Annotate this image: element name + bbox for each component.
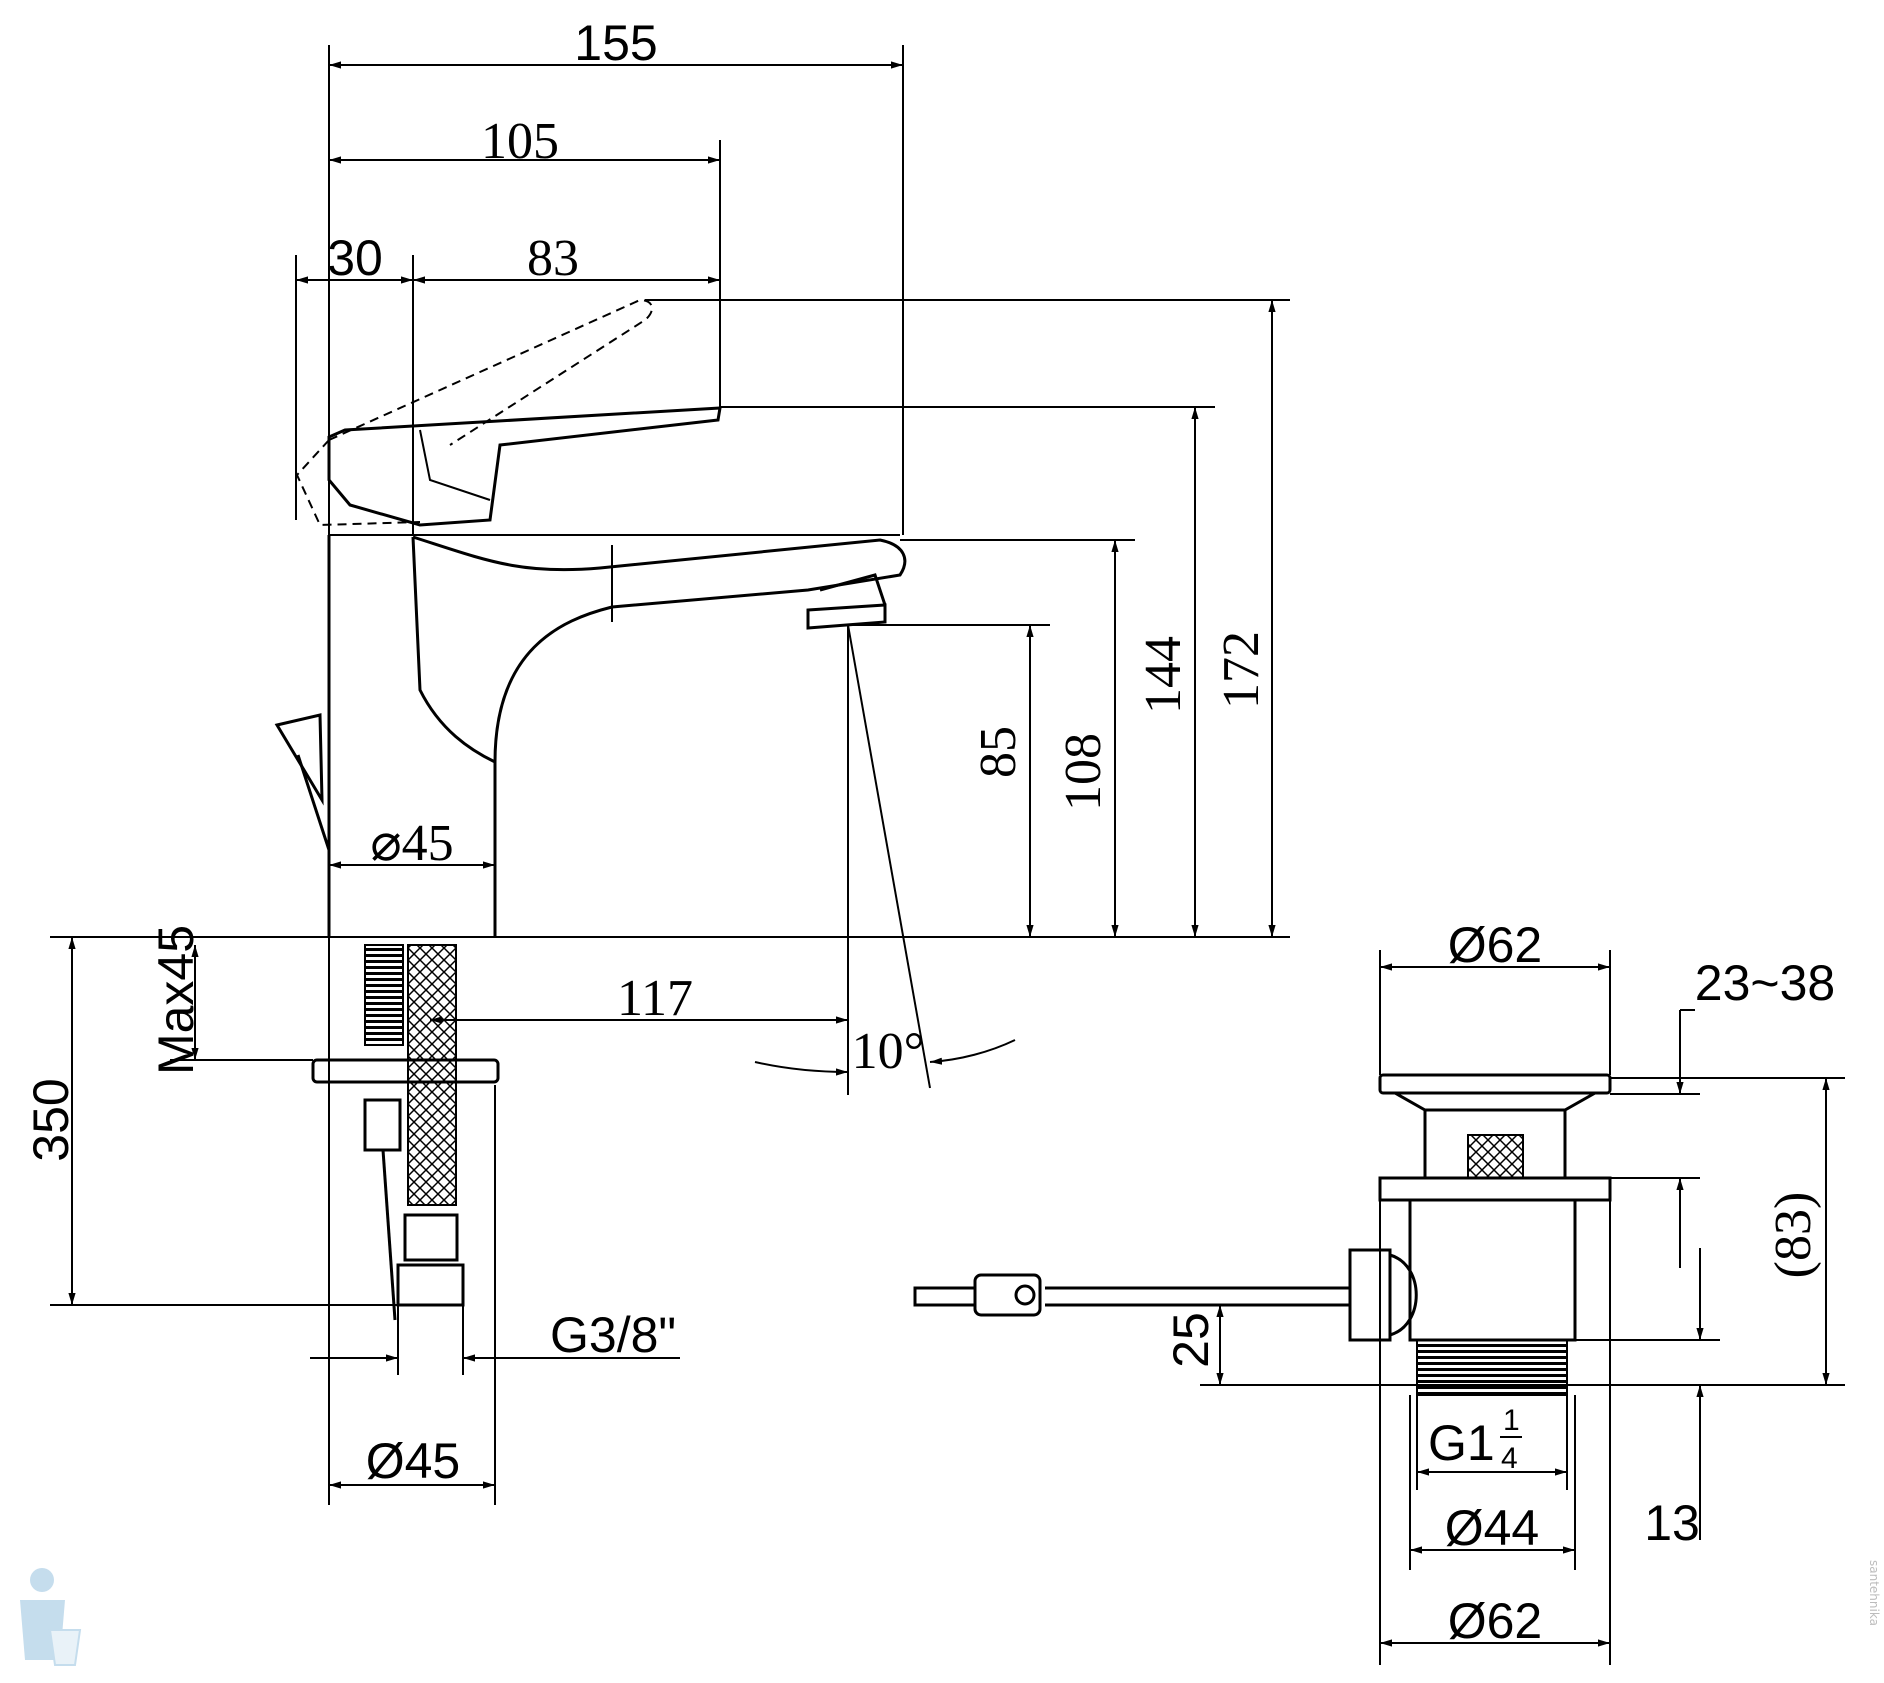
dim-inlet-thread: G3/8" bbox=[550, 1307, 676, 1363]
dim-height-spout-top: 108 bbox=[1055, 733, 1112, 811]
dim-waste-flange-diameter: Ø62 bbox=[1448, 1593, 1543, 1649]
svg-text:1: 1 bbox=[1503, 1404, 1520, 1437]
dim-spout-reach: 117 bbox=[617, 970, 693, 1027]
dim-height-lever-open: 172 bbox=[1213, 631, 1270, 709]
faucet-dimension-lines bbox=[50, 45, 1290, 1505]
dim-waste-tail-diameter: Ø44 bbox=[1445, 1500, 1540, 1556]
dim-waste-range: 23~38 bbox=[1695, 955, 1835, 1011]
waste-dimension-lines bbox=[1200, 950, 1845, 1665]
faucet-dimension-labels: 155 105 30 83 ⌀45 117 10° 85 108 144 172… bbox=[23, 15, 1270, 1489]
dim-lever-length: 83 bbox=[527, 230, 579, 287]
pop-up-waste bbox=[913, 1073, 1612, 1396]
dim-waste-head-diameter: Ø62 bbox=[1448, 917, 1543, 973]
dim-spout-angle: 10° bbox=[852, 1023, 925, 1080]
dim-body-diameter-bottom: Ø45 bbox=[366, 1433, 461, 1489]
svg-text:G1: G1 bbox=[1428, 1415, 1495, 1471]
dim-lever-reach: 105 bbox=[481, 113, 559, 170]
dim-height-outlet: 85 bbox=[970, 726, 1027, 778]
lever-closed bbox=[327, 406, 722, 527]
mounting-assembly bbox=[311, 944, 500, 1321]
popup-rod bbox=[274, 713, 331, 851]
dim-max-deck: Max45 bbox=[148, 925, 204, 1075]
dim-waste-height: (83) bbox=[1765, 1192, 1822, 1279]
dim-waste-thread: G1 1 4 bbox=[1428, 1404, 1522, 1475]
faucet-outline bbox=[327, 534, 907, 938]
plumber-logo bbox=[20, 1568, 82, 1666]
dim-lever-offset: 30 bbox=[327, 230, 383, 286]
svg-text:4: 4 bbox=[1501, 1442, 1518, 1475]
watermark-text: santehnika bbox=[1867, 1560, 1881, 1626]
lever-open bbox=[295, 298, 653, 527]
dim-waste-tail: 13 bbox=[1644, 1495, 1700, 1551]
waste-dimension-labels: Ø62 23~38 (83) 25 G1 1 4 13 Ø44 Ø62 bbox=[1163, 917, 1835, 1649]
dim-height-lever: 144 bbox=[1135, 636, 1192, 714]
dim-hose-length: 350 bbox=[23, 1078, 79, 1161]
dim-overall-reach: 155 bbox=[574, 15, 657, 71]
dim-body-diameter-top: ⌀45 bbox=[370, 815, 453, 872]
dim-waste-rod-offset: 25 bbox=[1163, 1312, 1219, 1368]
